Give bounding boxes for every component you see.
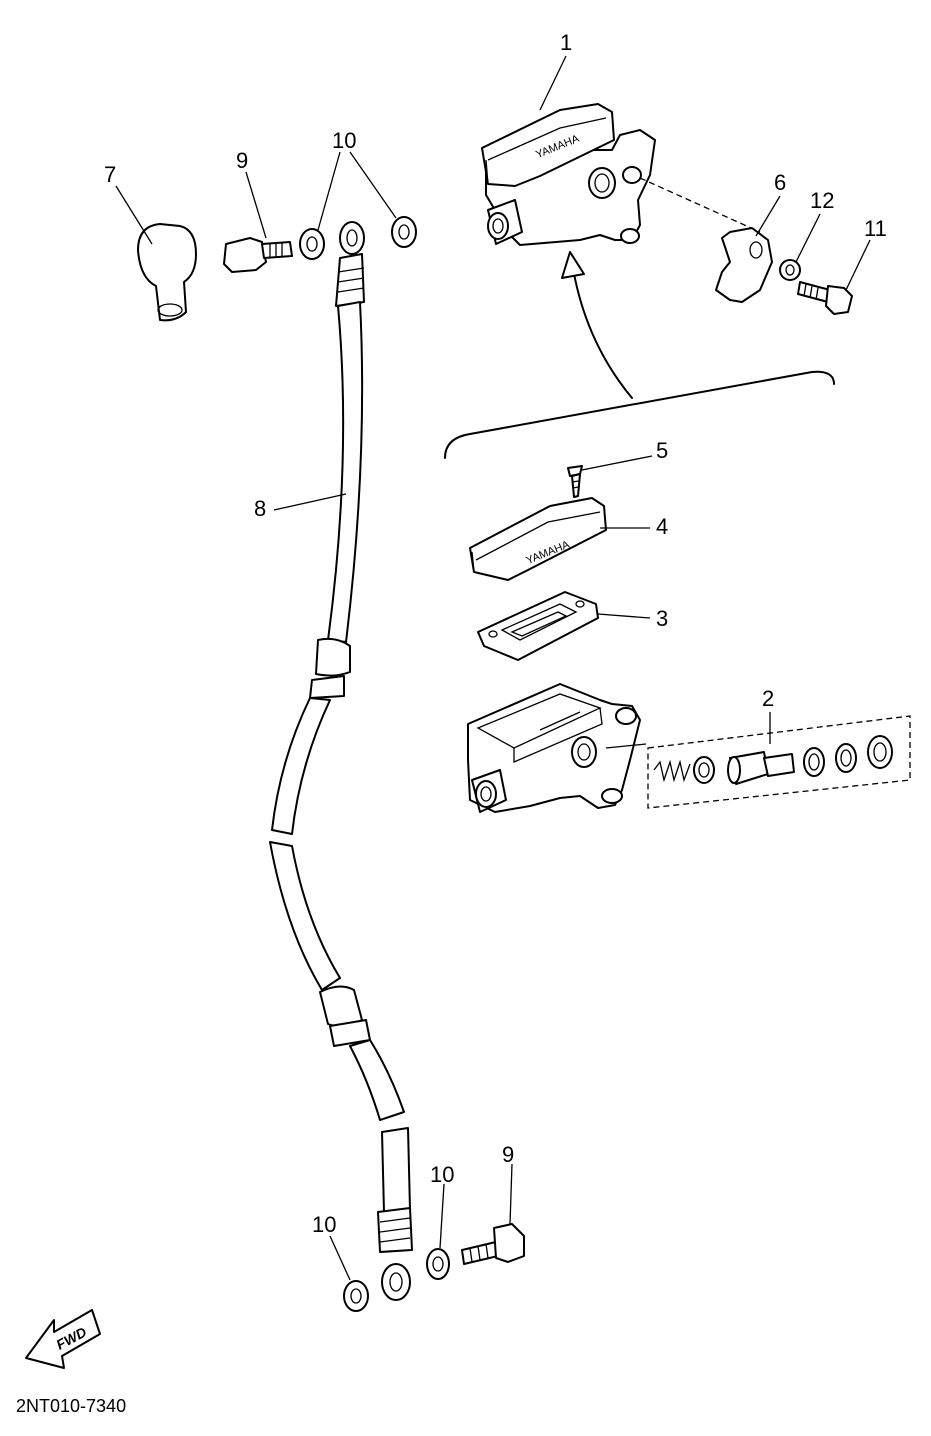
union-bolt-part-9-top [223, 237, 293, 273]
callout-10-bottom-left: 10 [312, 1212, 336, 1237]
callout-numbers: 1 7 9 10 6 12 11 8 5 4 3 2 10 10 9 [104, 30, 887, 1237]
part-code: 2NT010-7340 [16, 1396, 126, 1416]
union-bolt-part-9-bottom [461, 1223, 525, 1265]
callout-11: 11 [864, 216, 887, 241]
callout-10-top: 10 [332, 128, 356, 153]
callout-3: 3 [656, 606, 668, 631]
master-cylinder-body [467, 683, 647, 813]
callout-5: 5 [656, 438, 668, 463]
brake-hose-part-8 [269, 221, 413, 1301]
callout-8: 8 [254, 496, 266, 521]
bolt-part-11 [797, 281, 853, 315]
screw-part-5 [567, 465, 583, 498]
callout-2: 2 [762, 686, 774, 711]
leader-lines [115, 55, 871, 1281]
piston-kit-part-2 [647, 715, 911, 809]
callout-6: 6 [774, 170, 786, 195]
assembly-arrow [561, 251, 633, 399]
callout-7: 7 [104, 162, 116, 187]
sub-assembly-bracket [444, 370, 835, 459]
washer-part-10-bottom-mid [426, 1248, 450, 1280]
clamp-part-6 [715, 227, 773, 303]
boot-part-7 [137, 223, 197, 322]
callout-12: 12 [810, 188, 834, 213]
washer-part-10-bottom-left [343, 1280, 369, 1312]
fwd-arrow: FWD [25, 1309, 101, 1369]
diaphragm-part-3 [477, 591, 599, 661]
washer-part-10-top-left [299, 228, 325, 260]
callout-4: 4 [656, 514, 668, 539]
callout-9-bottom: 9 [502, 1142, 514, 1167]
washer-part-12 [779, 259, 801, 281]
washer-part-10-top-right [391, 216, 417, 248]
callout-10-bottom-mid: 10 [430, 1162, 454, 1187]
callout-1: 1 [560, 30, 572, 55]
cover-part-4: YAMAHA [469, 497, 607, 581]
callout-9-top: 9 [236, 148, 248, 173]
master-cylinder-assembly: YAMAHA [481, 103, 761, 246]
